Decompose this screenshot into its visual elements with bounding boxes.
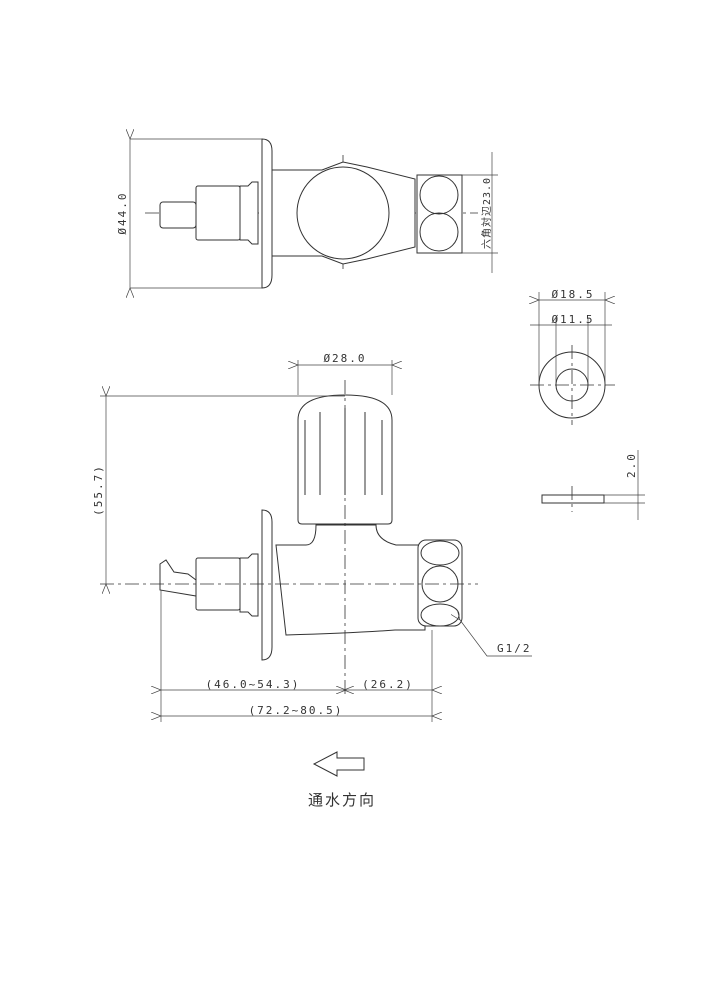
inlet-length-label: (46.0~54.3) bbox=[206, 678, 301, 691]
flow-direction: 通水方向 bbox=[308, 751, 376, 809]
washer-outer-label: Ø18.5 bbox=[551, 288, 594, 301]
top-view: Ø44.0 六角対辺23.0 bbox=[116, 139, 498, 288]
flow-direction-label: 通水方向 bbox=[308, 791, 376, 809]
top-diameter-label: Ø44.0 bbox=[116, 191, 129, 234]
knob-diameter-label: Ø28.0 bbox=[323, 352, 366, 365]
hex-width-label: 六角対辺23.0 bbox=[480, 177, 493, 249]
total-length-label: (72.2~80.5) bbox=[249, 704, 344, 717]
thread-label: G1/2 bbox=[497, 642, 532, 655]
side-view: Ø28.0 (55.7) (46.0~54.3) (26.2) (72.2~80… bbox=[92, 352, 532, 722]
washer-inner-label: Ø11.5 bbox=[551, 313, 594, 326]
outlet-length-label: (26.2) bbox=[362, 678, 414, 691]
arrow-left-icon bbox=[312, 751, 365, 777]
washer-detail: Ø18.5 Ø11.5 2.0 bbox=[530, 288, 645, 520]
height-label: (55.7) bbox=[92, 464, 105, 516]
washer-thickness-label: 2.0 bbox=[625, 452, 638, 478]
